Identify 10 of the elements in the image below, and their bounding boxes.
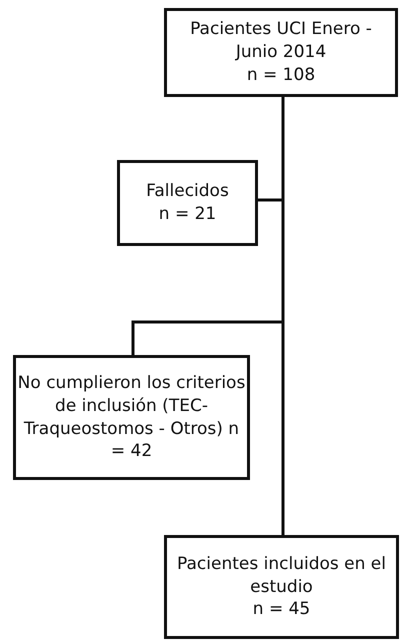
- box-text: Fallecidos: [146, 180, 229, 203]
- process-box: [13, 355, 250, 480]
- box-text: n = 21: [158, 203, 216, 226]
- connector-line: [282, 97, 284, 535]
- box-text: n = 108: [246, 64, 316, 87]
- process-box: [164, 8, 398, 97]
- process-box: [164, 535, 399, 639]
- box-text: No cumplieron los criterios de inclusión (TEC- Traqueostomos - Otros) n = 42: [16, 372, 246, 464]
- process-box: [117, 160, 258, 246]
- box-text: n = 45: [252, 598, 310, 622]
